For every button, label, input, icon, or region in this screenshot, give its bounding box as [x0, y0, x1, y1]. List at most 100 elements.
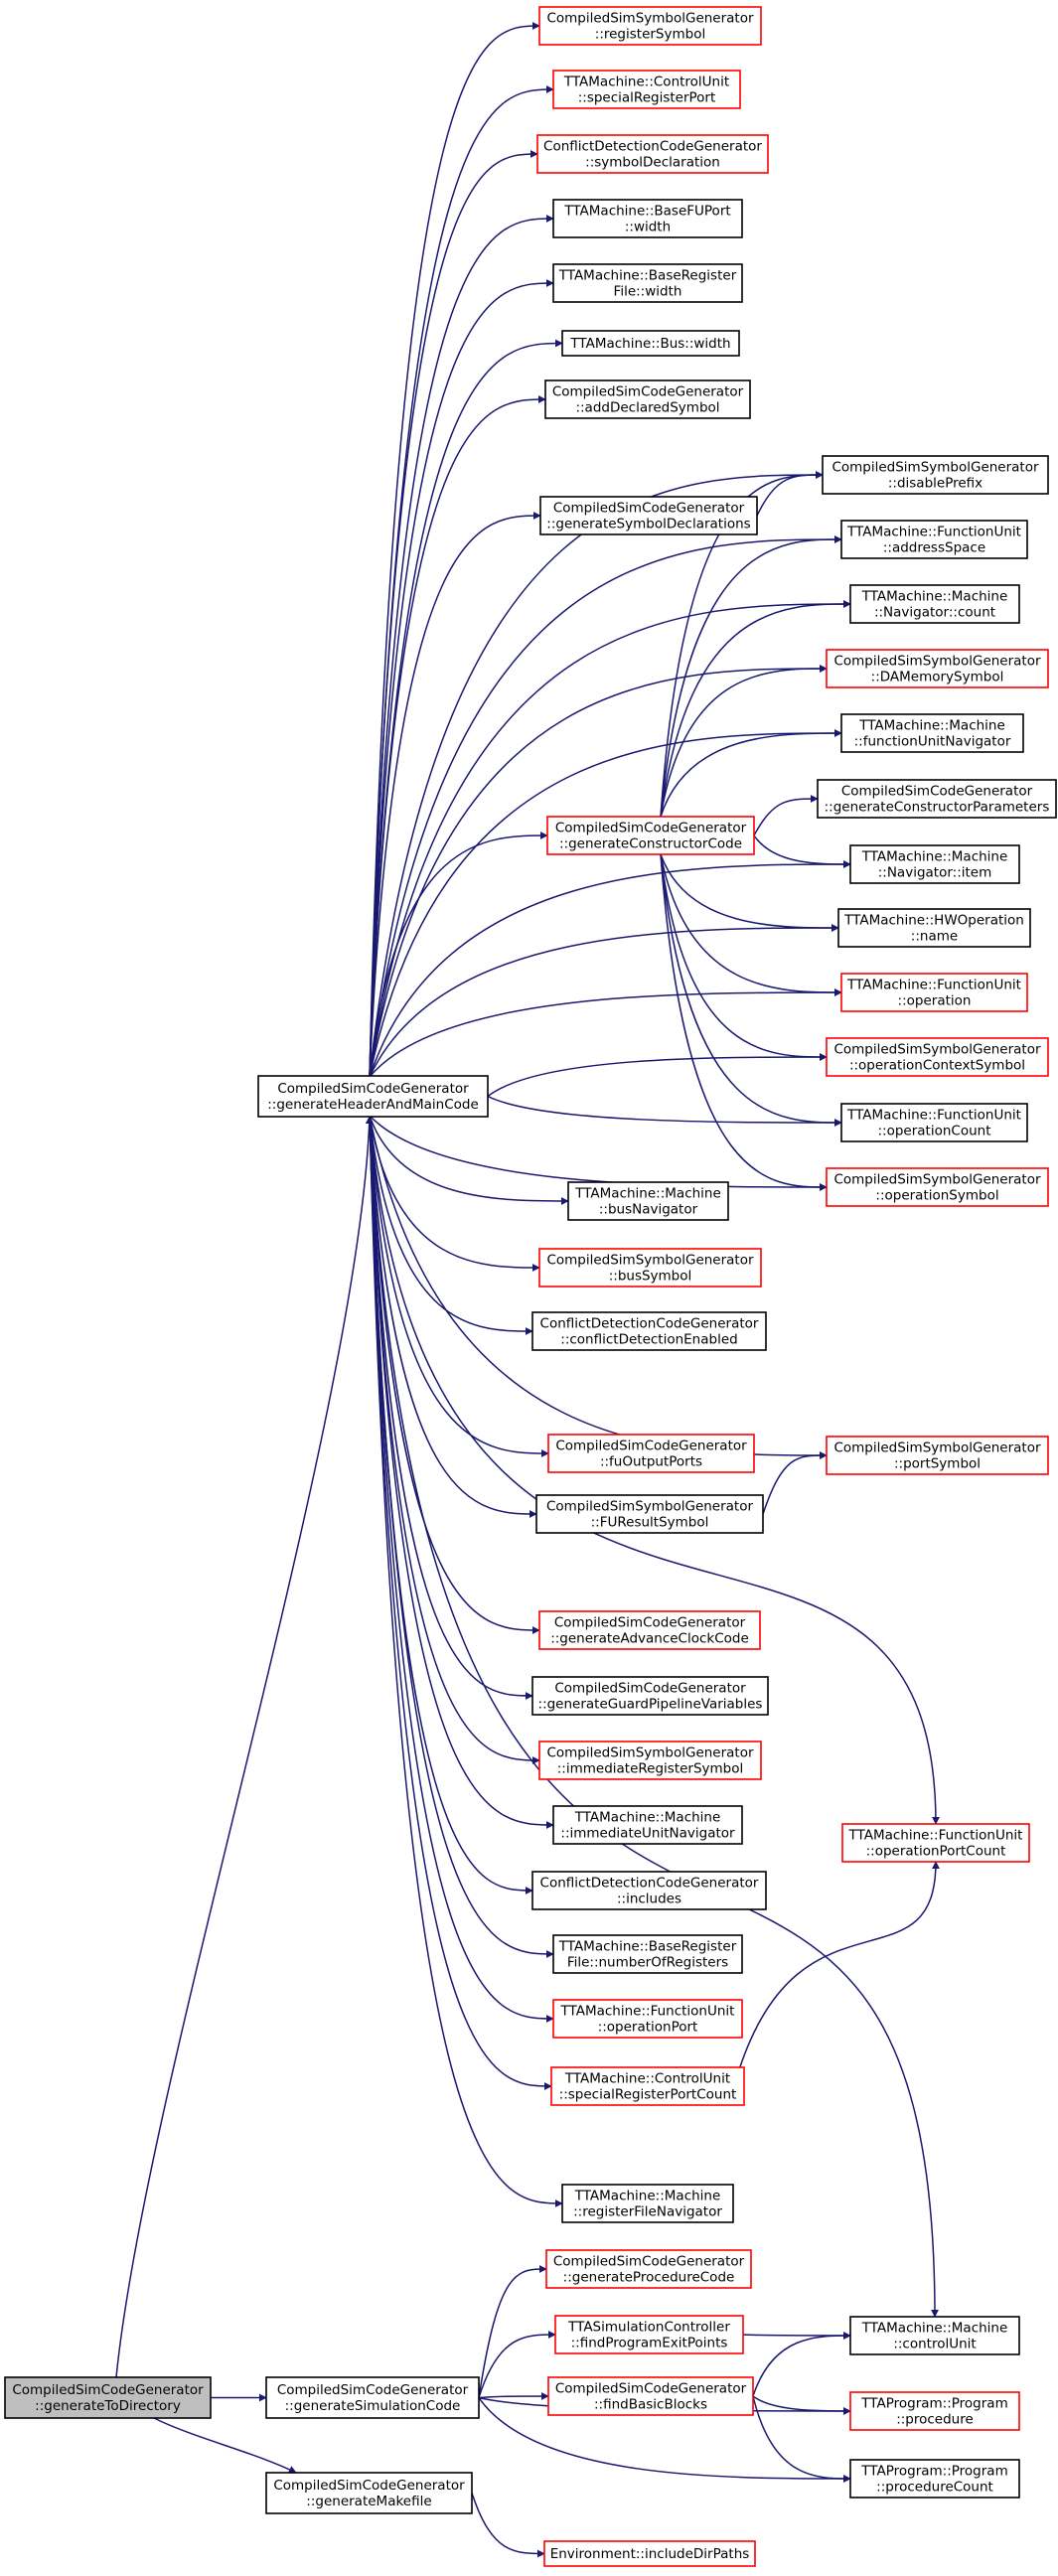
edge-gen-to-dir-to-gen-makefile	[153, 2417, 297, 2474]
node-gen-to-dir[interactable]: CompiledSimCodeGenerator::generateToDire…	[4, 2376, 212, 2419]
node-layer: CompiledSimCodeGenerator::generateToDire…	[4, 6, 1057, 2567]
node-nav-count[interactable]: TTAMachine::Machine::Navigator::count	[849, 584, 1020, 624]
node-fu-result-symbol[interactable]: CompiledSimSymbolGenerator::FUResultSymb…	[535, 1494, 764, 1534]
node-special-reg-port-count[interactable]: TTAMachine::ControlUnit::specialRegister…	[550, 2066, 745, 2106]
node-fu-op-count[interactable]: TTAMachine::FunctionUnit::operationCount	[840, 1103, 1028, 1142]
node-box	[849, 2391, 1020, 2431]
node-bus-navigator[interactable]: TTAMachine::Machine::busNavigator	[567, 1181, 729, 1221]
node-op-context-symbol[interactable]: CompiledSimSymbolGenerator::operationCon…	[826, 1037, 1049, 1077]
edge-gen-header-to-operation-symbol	[369, 1115, 828, 1191]
node-gen-header[interactable]: CompiledSimCodeGenerator::generateHeader…	[257, 1075, 489, 1118]
node-procedure-count[interactable]: TTAProgram::Program::procedureCount	[849, 2459, 1020, 2499]
node-fu-navigator[interactable]: TTAMachine::Machine::functionUnitNavigat…	[840, 713, 1024, 753]
edge-gen-header-to-fu-operation	[369, 988, 842, 1078]
edge-gen-header-to-control-unit	[369, 1115, 939, 2318]
node-gen-procedure-code[interactable]: CompiledSimCodeGenerator::generateProced…	[545, 2249, 752, 2289]
node-label: TTAMachine::ControlUnit	[563, 74, 729, 89]
node-label: CompiledSimCodeGenerator	[553, 2253, 745, 2269]
node-box	[849, 2316, 1020, 2355]
node-label: TTAMachine::Machine	[861, 2320, 1008, 2336]
node-label: CompiledSimSymbolGenerator	[833, 1171, 1041, 1187]
node-operation-symbol[interactable]: CompiledSimSymbolGenerator::operationSym…	[826, 1167, 1049, 1207]
node-label: ::generateMakefile	[306, 2494, 431, 2509]
node-fu-operation[interactable]: TTAMachine::FunctionUnit::operation	[840, 973, 1028, 1012]
node-label: ConflictDetectionCodeGenerator	[540, 1315, 759, 1331]
node-label: CompiledSimSymbolGenerator	[833, 1041, 1041, 1057]
node-box	[554, 2315, 744, 2354]
node-add-declared[interactable]: CompiledSimCodeGenerator::addDeclaredSym…	[544, 379, 751, 419]
node-gen-guard-pipeline[interactable]: CompiledSimCodeGenerator::generateGuardP…	[531, 1676, 769, 1716]
edge-gen-header-to-disable-prefix	[369, 471, 824, 1078]
node-gen-ctor-params[interactable]: CompiledSimCodeGenerator::generateConstr…	[817, 779, 1057, 819]
node-includes[interactable]: ConflictDetectionCodeGenerator::includes	[531, 1871, 767, 1910]
node-box	[552, 1805, 743, 1845]
node-hwop-name[interactable]: TTAMachine::HWOperation::name	[837, 908, 1031, 948]
node-label: TTAMachine::Machine	[574, 1185, 721, 1201]
edge-find-basic-blocks-to-procedure-count	[752, 2395, 851, 2483]
node-label: CompiledSimCodeGenerator	[555, 1438, 747, 1453]
node-label: ::name	[911, 928, 958, 944]
node-label: CompiledSimSymbolGenerator	[546, 1252, 754, 1268]
node-bus-symbol[interactable]: CompiledSimSymbolGenerator::busSymbol	[538, 1248, 762, 1288]
node-gen-makefile[interactable]: CompiledSimCodeGenerator::generateMakefi…	[265, 2472, 473, 2514]
edge-gen-header-to-conflict-enabled	[369, 1115, 533, 1335]
node-gen-advance-clock[interactable]: CompiledSimCodeGenerator::generateAdvanc…	[538, 1610, 761, 1650]
node-label: ::operationContextSymbol	[849, 1057, 1025, 1073]
node-label: ::controlUnit	[893, 2336, 976, 2351]
node-special-reg-port[interactable]: TTAMachine::ControlUnit::specialRegister…	[552, 70, 741, 109]
node-label: CompiledSimSymbolGenerator	[546, 10, 754, 26]
node-fu-output-ports[interactable]: CompiledSimCodeGenerator::fuOutputPorts	[547, 1434, 755, 1473]
node-label: ::procedure	[896, 2411, 974, 2427]
node-label: TTAMachine::BaseRegister	[558, 1938, 737, 1954]
edge-gen-header-to-immediate-reg-symbol	[369, 1115, 540, 1764]
node-label: ::portSymbol	[894, 1455, 981, 1471]
node-symbol-decl[interactable]: ConflictDetectionCodeGenerator::symbolDe…	[536, 134, 769, 174]
node-num-registers[interactable]: TTAMachine::BaseRegisterFile::numberOfRe…	[552, 1934, 743, 1974]
node-immediate-reg-symbol[interactable]: CompiledSimSymbolGenerator::immediateReg…	[538, 1741, 762, 1780]
node-label: TTAMachine::Machine	[861, 848, 1008, 864]
node-nav-item[interactable]: TTAMachine::Machine::Navigator::item	[849, 844, 1020, 884]
edge-find-basic-blocks-to-control-unit	[752, 2332, 851, 2397]
node-box	[550, 2066, 745, 2106]
node-gen-symbol-decls[interactable]: CompiledSimCodeGenerator::generateSymbol…	[539, 496, 758, 535]
edge-gen-header-to-op-port-count	[369, 1115, 940, 1825]
node-box	[531, 1871, 767, 1910]
node-conflict-enabled[interactable]: ConflictDetectionCodeGenerator::conflict…	[531, 1311, 767, 1351]
node-label: TTAMachine::FunctionUnit	[846, 977, 1021, 992]
node-label: ::generateAdvanceClockCode	[550, 1630, 749, 1646]
node-label: CompiledSimCodeGenerator	[277, 1081, 469, 1097]
node-basefuport-width[interactable]: TTAMachine::BaseFUPort::width	[552, 199, 743, 238]
node-label: CompiledSimCodeGenerator	[841, 783, 1033, 799]
node-gen-sim[interactable]: CompiledSimCodeGenerator::generateSimula…	[265, 2376, 480, 2419]
node-control-unit[interactable]: TTAMachine::Machine::controlUnit	[849, 2316, 1020, 2355]
node-box	[536, 134, 769, 174]
node-program-procedure[interactable]: TTAProgram::Program::procedure	[849, 2391, 1020, 2431]
node-bus-width[interactable]: TTAMachine::Bus::width	[561, 330, 740, 357]
edge-gen-header-to-immediate-unit-nav	[369, 1115, 554, 1829]
node-immediate-unit-nav[interactable]: TTAMachine::Machine::immediateUnitNaviga…	[552, 1805, 743, 1845]
node-op-port-count[interactable]: TTAMachine::FunctionUnit::operationPortC…	[841, 1823, 1030, 1863]
node-label: TTAMachine::FunctionUnit	[846, 524, 1021, 539]
node-disable-prefix[interactable]: CompiledSimSymbolGenerator::disablePrefi…	[822, 455, 1049, 495]
node-port-symbol[interactable]: CompiledSimSymbolGenerator::portSymbol	[826, 1436, 1049, 1475]
node-gen-ctor-code[interactable]: CompiledSimCodeGenerator::generateConstr…	[546, 816, 755, 855]
node-label: TTAMachine::Machine	[858, 717, 1005, 733]
node-find-basic-blocks[interactable]: CompiledSimCodeGenerator::findBasicBlock…	[547, 2376, 754, 2416]
edge-gen-header-to-special-reg-port-count	[369, 1115, 552, 2090]
node-box	[840, 1103, 1028, 1142]
node-register-symbol[interactable]: CompiledSimSymbolGenerator::registerSymb…	[538, 6, 762, 46]
node-include-dir-paths[interactable]: Environment::includeDirPaths	[543, 2540, 756, 2567]
node-box	[535, 1494, 764, 1534]
node-regfile-navigator[interactable]: TTAMachine::Machine::registerFileNavigat…	[561, 2184, 734, 2223]
edge-gen-header-to-basefuport-width	[369, 215, 554, 1078]
edge-gen-header-to-fu-result-symbol	[369, 1115, 537, 1518]
node-find-exit-points[interactable]: TTASimulationController::findProgramExit…	[554, 2315, 744, 2354]
node-address-space[interactable]: TTAMachine::FunctionUnit::addressSpace	[840, 520, 1028, 559]
node-damemory-symbol[interactable]: CompiledSimSymbolGenerator::DAMemorySymb…	[826, 649, 1049, 688]
node-fu-op-port[interactable]: TTAMachine::FunctionUnit::operationPort	[552, 1999, 743, 2039]
edge-gen-ctor-code-to-nav-item	[753, 834, 851, 868]
edge-gen-header-to-special-reg-port	[369, 85, 554, 1078]
node-label: ::generateHeaderAndMainCode	[267, 1097, 479, 1113]
node-label: ::includes	[617, 1891, 681, 1906]
